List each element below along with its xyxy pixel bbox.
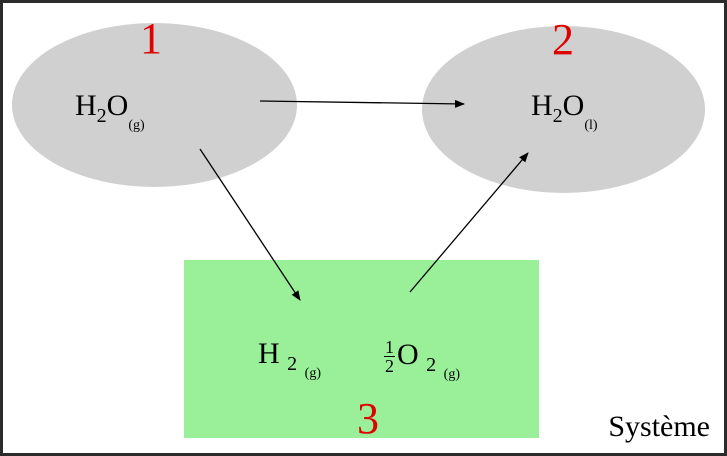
- state-3-rectangle: [184, 260, 539, 438]
- state-3-number: 3: [357, 394, 379, 443]
- formula-subscript: 2: [287, 353, 298, 375]
- fraction-numerator: 1: [384, 337, 395, 357]
- arrow-1-to-2: [259, 99, 465, 108]
- formula-phase: (g): [128, 118, 145, 133]
- system-label: Système: [608, 410, 710, 443]
- formula-element: H: [531, 89, 553, 122]
- state-1-formula: H2O(g): [75, 91, 145, 141]
- state-1-ellipse: [12, 23, 297, 187]
- formula-element: O: [397, 338, 419, 371]
- arrow-3-to-2: [409, 152, 529, 293]
- formula-element: O: [106, 89, 129, 122]
- state-2-number: 2: [552, 15, 574, 64]
- state-2-ellipse: [422, 26, 705, 193]
- state-2-formula: H2O(l): [531, 91, 598, 141]
- formula-element: O: [562, 89, 585, 122]
- formula-subscript: 2: [426, 354, 437, 376]
- formula-subscript: 2: [96, 105, 107, 127]
- formula-phase: (l): [584, 118, 598, 133]
- state-1-number: 1: [140, 14, 162, 63]
- formula-subscript: 2: [552, 105, 563, 127]
- arrow-1-to-3: [199, 148, 301, 301]
- formula-phase: (g): [304, 366, 321, 381]
- arrows-layer: [199, 99, 529, 301]
- formula-phase: (g): [443, 367, 460, 382]
- state-3-hydrogen-formula: H 2 (g): [258, 339, 321, 389]
- formula-element: H: [75, 89, 97, 122]
- formula-element: H: [258, 337, 280, 370]
- fraction-denominator: 2: [385, 356, 394, 376]
